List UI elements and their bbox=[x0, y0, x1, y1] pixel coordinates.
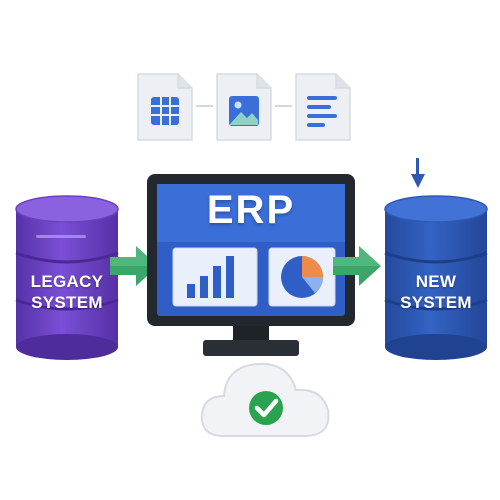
arrow-right-icon bbox=[108, 244, 160, 288]
text-document-icon bbox=[292, 70, 354, 144]
cloud-check-icon bbox=[196, 350, 334, 442]
document-connector bbox=[275, 105, 292, 107]
image-document-icon bbox=[213, 70, 275, 144]
legacy-system-database: LEGACY SYSTEM bbox=[14, 195, 120, 361]
document-connector bbox=[196, 105, 213, 107]
arrow-right-icon bbox=[331, 244, 383, 288]
erp-title: ERP bbox=[206, 188, 296, 232]
new-system-label: NEW SYSTEM bbox=[383, 271, 489, 313]
erp-monitor bbox=[145, 172, 357, 368]
new-label-line1: NEW bbox=[415, 272, 457, 291]
arrow-down-icon bbox=[409, 156, 427, 190]
legacy-system-label: LEGACY SYSTEM bbox=[14, 271, 120, 313]
legacy-label-line1: LEGACY bbox=[30, 272, 104, 291]
new-system-database: NEW SYSTEM bbox=[383, 195, 489, 361]
legacy-label-line2: SYSTEM bbox=[31, 293, 103, 312]
spreadsheet-document-icon bbox=[134, 70, 196, 144]
new-label-line2: SYSTEM bbox=[400, 293, 472, 312]
